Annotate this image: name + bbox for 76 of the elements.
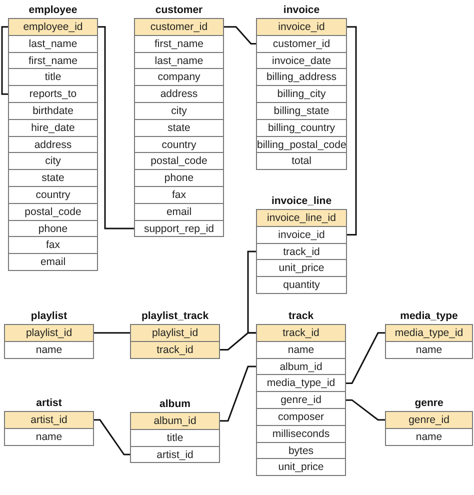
field-row: name bbox=[385, 428, 473, 446]
table-heading: playlist bbox=[30, 310, 68, 324]
field-row: customer_id bbox=[256, 34, 347, 53]
field-row: support_rep_id bbox=[134, 220, 224, 238]
field-row: invoice_id bbox=[256, 226, 347, 244]
field-row: hire_date bbox=[8, 118, 98, 137]
connector-line bbox=[1, 26, 8, 95]
connector-line bbox=[220, 332, 256, 350]
table-heading: track bbox=[287, 310, 315, 324]
key-field-row: media_type_id bbox=[385, 324, 473, 342]
table-heading: genre bbox=[414, 397, 444, 411]
field-row: quantity bbox=[256, 276, 347, 294]
connector-line bbox=[224, 26, 256, 44]
field-row: reports_to bbox=[8, 85, 98, 103]
field-row: media_type_id bbox=[256, 374, 346, 392]
field-row: billing_state bbox=[256, 102, 347, 120]
key-field-row: playlist_id bbox=[130, 324, 220, 342]
field-row: postal_code bbox=[134, 152, 224, 170]
field-row: birthdate bbox=[8, 102, 98, 120]
field-row: title bbox=[130, 428, 220, 447]
connector-line bbox=[94, 332, 130, 334]
table-heading: customer bbox=[154, 4, 204, 18]
key-field-row: employee_id bbox=[8, 18, 98, 36]
table-heading: employee bbox=[28, 4, 78, 18]
key-field-row: invoice_id bbox=[256, 18, 347, 36]
key-field-row: playlist_id bbox=[4, 324, 94, 342]
connector-line bbox=[346, 332, 385, 384]
key-field-row: invoice_line_id bbox=[256, 209, 347, 227]
field-row: unit_price bbox=[256, 259, 347, 278]
field-row: company bbox=[134, 68, 224, 86]
field-row: artist_id bbox=[130, 446, 220, 464]
field-row: unit_price bbox=[256, 458, 346, 476]
connector-line bbox=[94, 419, 130, 456]
field-row: name bbox=[385, 340, 473, 359]
field-row: genre_id bbox=[256, 391, 346, 409]
field-row: billing_address bbox=[256, 68, 347, 86]
field-row: fax bbox=[8, 236, 98, 254]
field-row: first_name bbox=[134, 34, 224, 53]
field-row: total bbox=[256, 152, 347, 170]
field-row: fax bbox=[134, 186, 224, 204]
connector-line bbox=[346, 399, 385, 421]
key-field-row: track_id bbox=[130, 340, 220, 359]
field-row: phone bbox=[134, 169, 224, 187]
key-field-row: album_id bbox=[130, 412, 220, 430]
key-field-row: artist_id bbox=[4, 411, 94, 429]
field-row: name bbox=[4, 428, 94, 446]
table-heading: album bbox=[158, 398, 192, 412]
field-row: email bbox=[8, 253, 98, 271]
field-row: city bbox=[134, 102, 224, 120]
field-row: email bbox=[134, 202, 224, 221]
connector-line bbox=[347, 26, 357, 236]
field-row: name bbox=[256, 340, 346, 359]
table-heading: invoice bbox=[282, 4, 321, 18]
field-row: state bbox=[8, 169, 98, 187]
field-row: composer bbox=[256, 408, 346, 426]
field-row: name bbox=[4, 340, 94, 359]
field-row: address bbox=[134, 85, 224, 103]
connector-line bbox=[98, 26, 134, 230]
field-row: country bbox=[8, 186, 98, 204]
table-heading: playlist_track bbox=[140, 310, 210, 324]
field-row: city bbox=[8, 152, 98, 170]
field-row: last_name bbox=[8, 34, 98, 53]
field-row: billing_country bbox=[256, 118, 347, 137]
key-field-row: customer_id bbox=[134, 18, 224, 36]
key-field-row: genre_id bbox=[385, 411, 473, 429]
table-heading: invoice_line bbox=[270, 195, 333, 209]
field-row: billing_city bbox=[256, 85, 347, 103]
field-row: milliseconds bbox=[256, 424, 346, 443]
table-heading: artist bbox=[35, 397, 63, 411]
field-row: postal_code bbox=[8, 202, 98, 221]
field-row: state bbox=[134, 118, 224, 137]
connector-line bbox=[247, 250, 256, 334]
field-row: title bbox=[8, 68, 98, 86]
connector-line bbox=[220, 366, 256, 422]
key-field-row: track_id bbox=[256, 324, 346, 342]
table-heading: media_type bbox=[399, 310, 459, 324]
